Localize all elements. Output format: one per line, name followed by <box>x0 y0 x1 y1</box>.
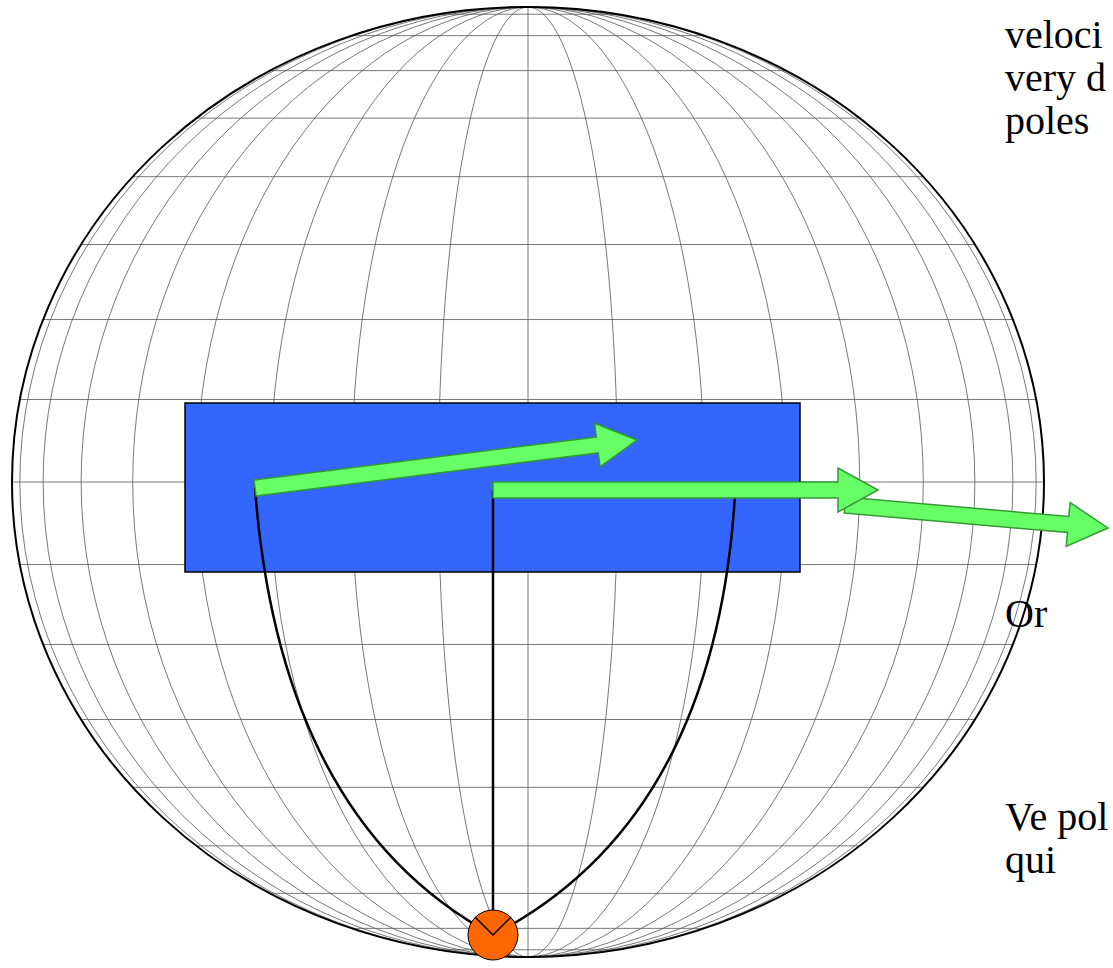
globe-grid <box>12 7 1044 957</box>
globe-outline <box>12 7 1044 957</box>
side-note: Ve pol qui <box>1005 795 1109 881</box>
pole-mark <box>475 917 511 935</box>
side-note: Or <box>1005 592 1109 635</box>
longitude-line <box>133 7 924 957</box>
longitude-line <box>81 7 975 957</box>
side-note: veloci very d poles <box>1005 13 1109 142</box>
velocity-arrows <box>254 423 1108 546</box>
field-line <box>493 495 735 935</box>
field-line <box>255 488 493 935</box>
velocity-arrow <box>844 497 1108 546</box>
pole-dot <box>468 910 518 960</box>
longitude-line <box>43 7 1013 957</box>
velocity-arrow <box>493 468 878 512</box>
longitude-line <box>20 7 1036 957</box>
field-line <box>492 490 495 935</box>
